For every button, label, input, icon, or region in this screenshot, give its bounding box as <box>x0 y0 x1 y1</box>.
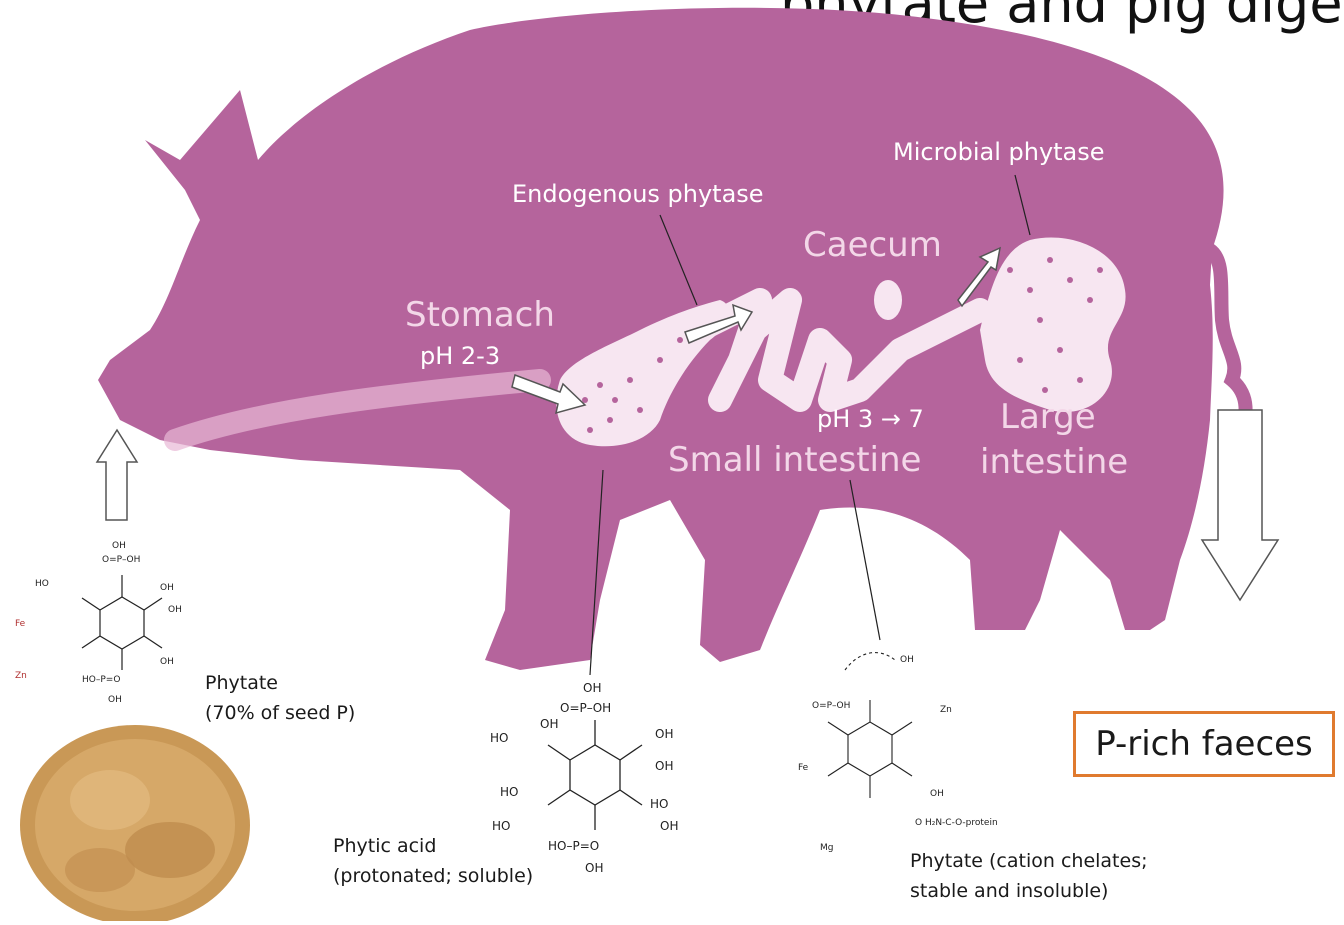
svg-text:HO: HO <box>490 731 508 745</box>
svg-text:OH: OH <box>585 861 603 875</box>
svg-text:OH: OH <box>660 819 678 833</box>
phytate-structure-feed-labels: OH O=P–OH HO OH OH Fe Zn OH HO–P=O OH <box>15 541 182 705</box>
stomach-ph-label: pH 2-3 <box>420 342 500 371</box>
large-intestine-label-line2: intestine <box>980 442 1128 483</box>
svg-text:OH: OH <box>160 583 174 593</box>
svg-text:O=P–OH: O=P–OH <box>102 555 140 565</box>
small-intestine-label: Small intestine <box>668 440 921 481</box>
phytate-chelate-structure <box>828 653 912 798</box>
svg-text:HO: HO <box>492 819 510 833</box>
svg-text:OH: OH <box>900 655 914 665</box>
arrow-faeces-down <box>1202 410 1278 600</box>
caecum-label: Caecum <box>803 225 942 266</box>
svg-text:Fe: Fe <box>798 763 809 773</box>
svg-text:Mg: Mg <box>820 843 833 853</box>
svg-text:OH: OH <box>112 541 126 551</box>
phytate-feed-caption-line1: Phytate <box>205 672 278 695</box>
phytate-feed-caption-line2: (70% of seed P) <box>205 702 355 725</box>
svg-text:HO–P=O: HO–P=O <box>548 839 599 853</box>
svg-text:OH: OH <box>540 717 558 731</box>
svg-text:HO–P=O: HO–P=O <box>82 675 120 685</box>
svg-text:HO: HO <box>35 579 49 589</box>
phytic-acid-caption-line2: (protonated; soluble) <box>333 865 533 888</box>
phytate-chelate-caption-line1: Phytate (cation chelates; <box>910 850 1148 873</box>
microbial-phytase-label: Microbial phytase <box>893 138 1105 167</box>
stomach-label: Stomach <box>405 295 555 336</box>
phytate-chelate-caption-line2: stable and insoluble) <box>910 880 1108 903</box>
svg-text:HO: HO <box>500 785 518 799</box>
small-intestine-ph-label: pH 3 → 7 <box>817 405 924 434</box>
feed-pile-image <box>20 725 250 921</box>
endogenous-phytase-label: Endogenous phytase <box>512 180 764 209</box>
svg-text:HO: HO <box>650 797 668 811</box>
phytic-acid-structure <box>548 720 642 830</box>
svg-text:O H₂N-C-O-protein: O H₂N-C-O-protein <box>915 818 998 828</box>
p-rich-faeces-box: P-rich faeces <box>1073 711 1335 777</box>
phytic-acid-structure-labels: OH O=P–OH HO OH OH OH HO HO HO OH HO–P=O… <box>490 681 678 875</box>
phytic-acid-caption-line1: Phytic acid <box>333 835 436 858</box>
svg-text:OH: OH <box>583 681 601 695</box>
phytate-structure-feed <box>82 575 162 670</box>
svg-text:OH: OH <box>108 695 122 705</box>
svg-text:OH: OH <box>930 789 944 799</box>
svg-text:O=P–OH: O=P–OH <box>560 701 611 715</box>
pig-tail <box>1210 250 1246 430</box>
caecum-shape <box>874 280 902 320</box>
svg-text:Zn: Zn <box>940 705 952 715</box>
svg-text:OH: OH <box>160 657 174 667</box>
large-intestine-label-line1: Large <box>1000 397 1096 438</box>
arrow-feed-up <box>97 430 137 520</box>
phytate-chelate-structure-labels: OH O=P–OH Zn Fe Mg OH O H₂N-C-O-protein <box>798 655 998 853</box>
svg-text:Fe: Fe <box>15 619 26 629</box>
svg-text:OH: OH <box>655 727 673 741</box>
svg-text:Zn: Zn <box>15 671 27 681</box>
svg-text:OH: OH <box>168 605 182 615</box>
svg-text:OH: OH <box>655 759 673 773</box>
svg-text:O=P–OH: O=P–OH <box>812 701 850 711</box>
